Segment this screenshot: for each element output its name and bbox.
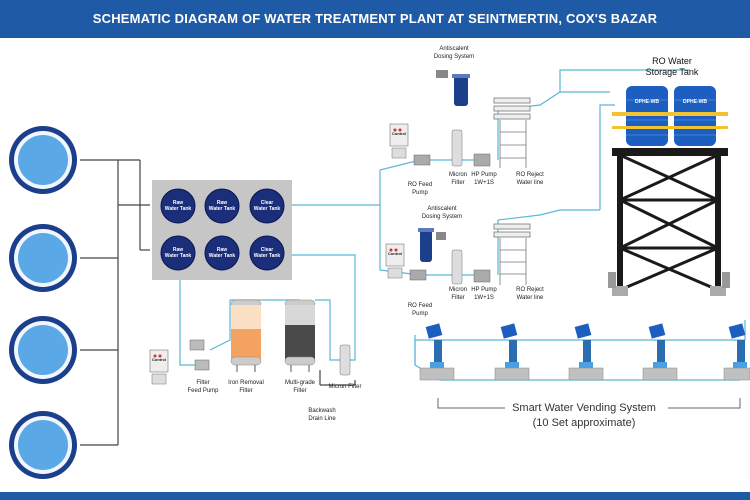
backwash-label-line1: Backwash <box>308 408 335 414</box>
vending-unit-5 <box>723 323 750 381</box>
antiscalent-1-label-line1: Antiscalent <box>439 46 469 52</box>
iron-removal-label-line1: Iron Removal <box>228 380 264 386</box>
ro-reject-2-label-line2: Water line <box>517 295 544 301</box>
ro-storage-label-line1: RO Water <box>652 56 692 66</box>
antiscalent-2-label-line2: Dosing System <box>422 214 462 220</box>
ro-feed-pump-2-label-line1: RO Feed <box>408 303 432 309</box>
well-1 <box>9 126 77 194</box>
micron-filter-2-label-line1: Micron <box>449 287 467 293</box>
vending-unit-4 <box>642 323 678 381</box>
tank-brand-1: DPHE-WB <box>635 99 659 105</box>
control-panel-2-label: Control <box>388 251 402 256</box>
micron-filter-1-label-line2: Filter <box>451 180 464 186</box>
ro-reject-1-label-line1: RO Reject <box>516 172 544 178</box>
labels: Antiscalent Dosing System Antiscalent Do… <box>152 46 699 429</box>
micron-filter-1 <box>451 129 463 167</box>
multi-grade-label-line1: Multi-grade <box>285 380 316 386</box>
vending-unit-2 <box>494 323 530 381</box>
hp-pump-1 <box>473 153 491 167</box>
well-4 <box>9 411 77 479</box>
antiscalent-1-label-line2: Dosing System <box>434 54 474 60</box>
filter-feed-pump-label-line2: Feed Pump <box>187 388 219 394</box>
control-panel-1-label: Control <box>392 131 406 136</box>
vending-label-line2: (10 Set approximate) <box>533 417 636 429</box>
tube-wells <box>9 126 77 479</box>
ro-feed-pump-1-label-line2: Pump <box>412 190 428 196</box>
vending-label-line1: Smart Water Vending System <box>512 402 656 414</box>
hp-pump-1-label-line1: HP Pump <box>471 172 497 178</box>
iron-removal-filter <box>230 299 262 372</box>
micron-filter-2-label-line2: Filter <box>451 295 464 301</box>
micron-filter-2 <box>451 249 463 285</box>
ro-storage-tower: DPHE-WB DPHE-WB <box>608 86 730 296</box>
control-panel-3-label: Control <box>152 357 166 362</box>
well-3 <box>9 316 77 384</box>
control-panel-2 <box>385 243 405 279</box>
ro-train-1 <box>413 70 531 168</box>
multi-grade-label-line2: Filter <box>293 388 306 394</box>
ro-membrane-rack-1 <box>493 97 531 168</box>
micron-filter-1-label-line1: Micron <box>449 172 467 178</box>
ro-feed-pump-2-label-line2: Pump <box>412 311 428 317</box>
ro-feed-pump-2 <box>409 269 427 281</box>
ro-feed-pump-1-label-line1: RO Feed <box>408 182 432 188</box>
control-panel-3 <box>149 349 169 385</box>
vending-machines <box>419 323 750 409</box>
antiscalent-2-label-line1: Antiscalent <box>427 206 457 212</box>
well-2 <box>9 224 77 292</box>
backwash-label-line2: Drain Line <box>308 416 336 422</box>
tank-brand-2: DPHE-WB <box>683 99 707 105</box>
hp-pump-2-label-line2: 1W+1S <box>474 295 494 301</box>
hp-pump-2 <box>473 269 491 283</box>
micron-filter-3-label: Micron Filter <box>328 384 361 390</box>
hp-pump-1-label-line2: 1W+1S <box>474 180 494 186</box>
ro-reject-1-label-line2: Water line <box>517 180 544 186</box>
ro-reject-2-label-line1: RO Reject <box>516 287 544 293</box>
ro-membrane-rack-2 <box>493 223 531 285</box>
pipe-network <box>80 69 746 446</box>
control-panel-1 <box>389 123 409 159</box>
dosing-tank-1 <box>436 70 470 106</box>
ro-storage-label-line2: Storage Tank <box>646 67 699 77</box>
filter-feed-pump-label-line1: Filter <box>196 380 209 386</box>
diagram-title: SCHEMATIC DIAGRAM OF WATER TREATMENT PLA… <box>0 0 750 38</box>
micron-filter-3 <box>339 344 351 376</box>
vending-unit-3 <box>568 323 604 381</box>
iron-removal-label-line2: Filter <box>239 388 252 394</box>
vending-unit-1 <box>419 323 455 381</box>
multi-grade-filter <box>284 299 316 372</box>
ro-train-2 <box>409 223 531 285</box>
footer-bar <box>0 492 750 500</box>
ro-feed-pump-1 <box>413 154 431 166</box>
dosing-tank-2 <box>418 228 446 262</box>
filter-feed-pump <box>189 339 210 371</box>
hp-pump-2-label-line1: HP Pump <box>471 287 497 293</box>
